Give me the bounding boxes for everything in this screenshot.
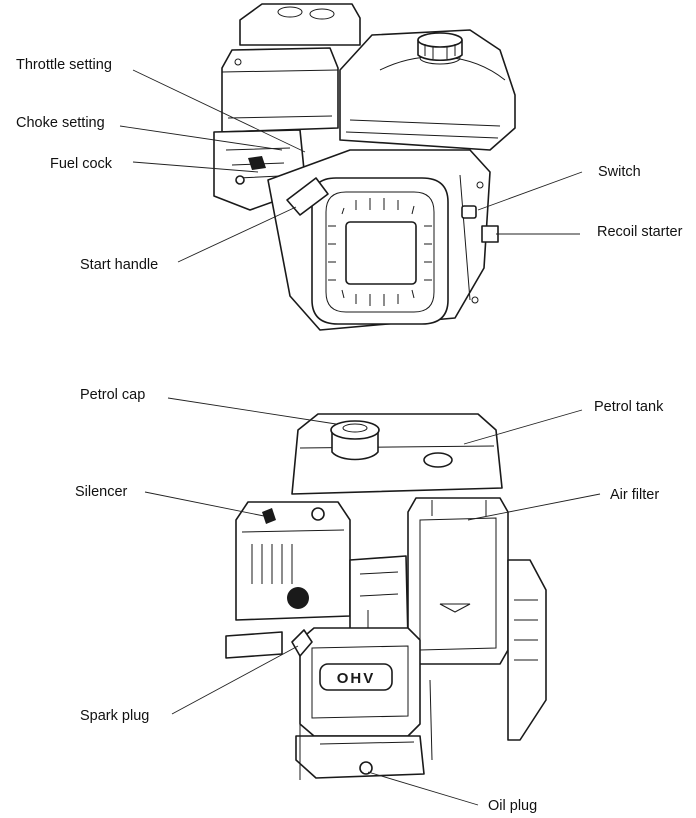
- leader-oil-plug: [367, 771, 479, 806]
- label-spark-plug: Spark plug: [80, 708, 150, 724]
- label-oil-plug: Oil plug: [488, 798, 538, 814]
- label-throttle-setting: Throttle setting: [16, 57, 112, 73]
- label-recoil-starter: Recoil starter: [597, 224, 683, 240]
- leader-silencer: [144, 491, 265, 517]
- leader-lines: [119, 69, 601, 806]
- bottom-engine-illustration: OHV: [225, 413, 547, 780]
- ohv-marking: OHV: [337, 670, 376, 687]
- label-petrol-tank: Petrol tank: [594, 399, 664, 415]
- label-petrol-cap: Petrol cap: [80, 387, 146, 403]
- leader-petrol-tank: [463, 409, 583, 445]
- leader-petrol-cap: [167, 397, 337, 425]
- label-silencer: Silencer: [75, 484, 128, 500]
- leader-fuel-cock: [132, 161, 259, 173]
- label-fuel-cock: Fuel cock: [50, 156, 113, 172]
- leader-switch: [477, 171, 583, 211]
- leader-start-handle: [177, 206, 297, 263]
- label-switch: Switch: [598, 164, 641, 180]
- label-choke-setting: Choke setting: [16, 115, 105, 131]
- leader-spark-plug: [171, 645, 299, 715]
- top-engine-illustration: [213, 3, 516, 331]
- leader-air-filter: [467, 493, 601, 521]
- leader-throttle-setting: [132, 69, 306, 153]
- leader-choke-setting: [119, 125, 283, 151]
- label-air-filter: Air filter: [610, 487, 660, 503]
- label-start-handle: Start handle: [80, 257, 159, 273]
